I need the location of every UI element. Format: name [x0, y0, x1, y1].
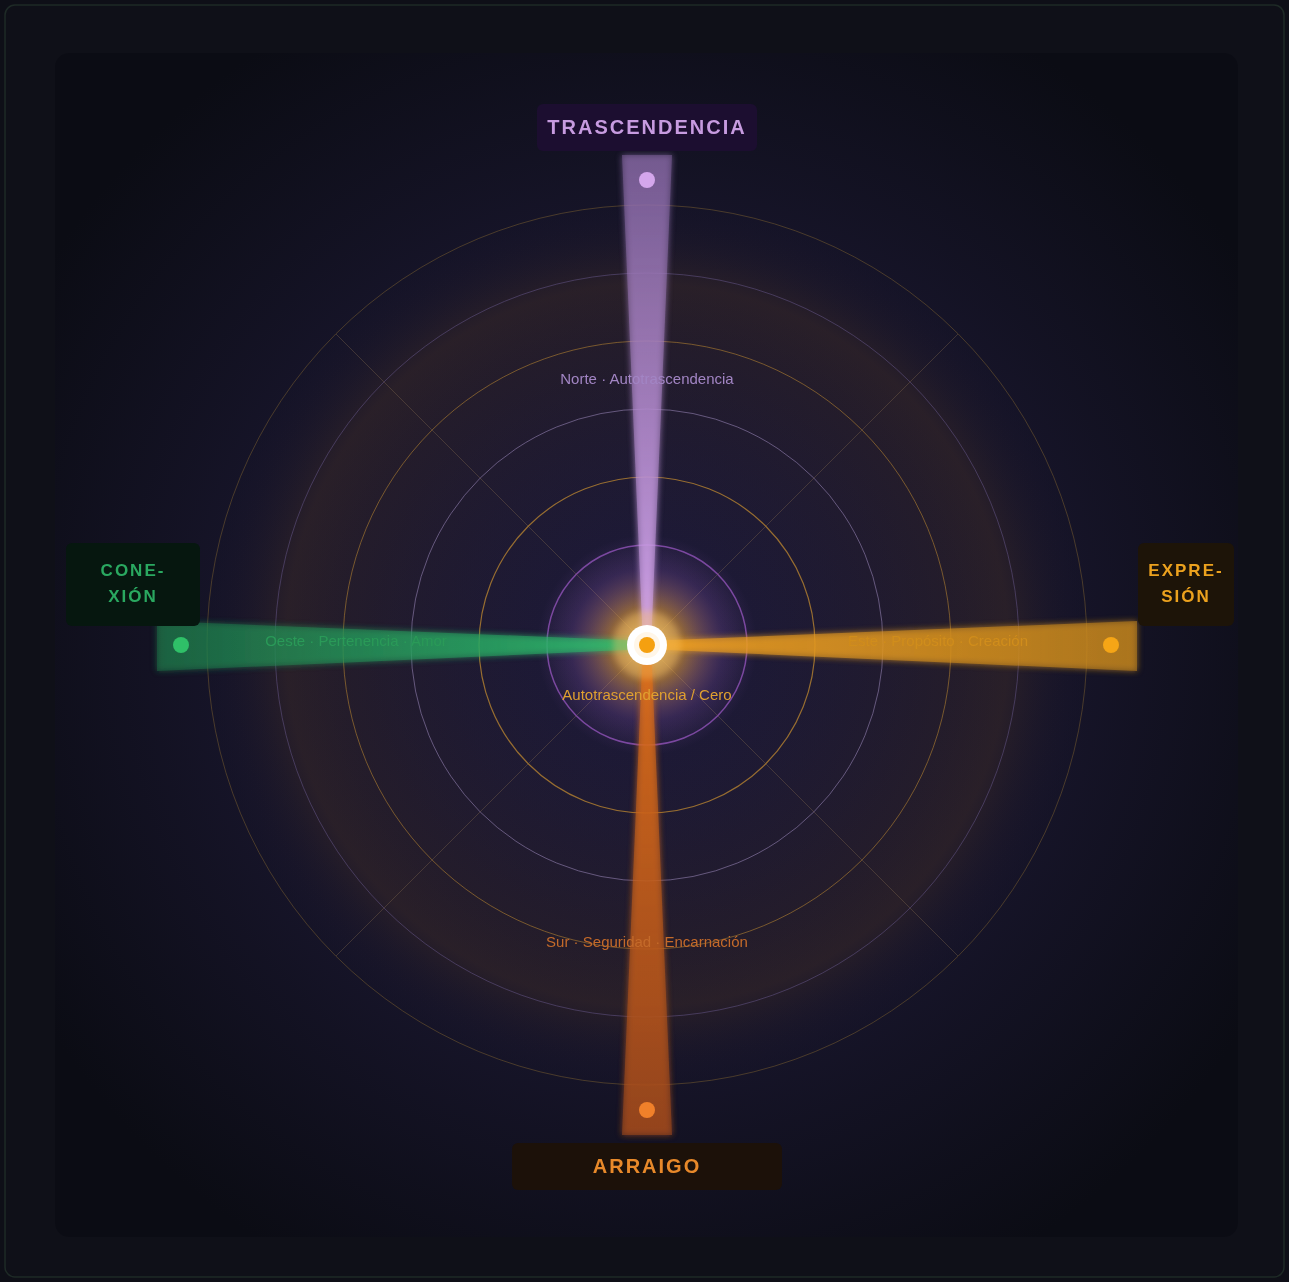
axis-label: Oeste · Pertenencia · Amor	[265, 632, 447, 649]
axis-label: Sur · Seguridad · Encarnación	[546, 933, 748, 950]
direction-box: EXPRE- SIÓN	[1138, 543, 1234, 626]
axis-label: Norte · Autotrascendencia	[560, 370, 733, 387]
axis-label: Este · Propósito · Creación	[848, 632, 1028, 649]
axis-label: Autotrascendencia / Cero	[562, 686, 731, 703]
direction-title: EXPRE- SIÓN	[1148, 558, 1223, 611]
direction-title: TRASCENDENCIA	[541, 114, 753, 140]
direction-box: ARRAIGO	[512, 1143, 782, 1190]
direction-title: ARRAIGO	[516, 1153, 778, 1179]
direction-box: TRASCENDENCIA	[537, 104, 757, 151]
direction-box: CONE- XIÓN	[66, 543, 200, 626]
direction-title: CONE- XIÓN	[101, 558, 166, 611]
